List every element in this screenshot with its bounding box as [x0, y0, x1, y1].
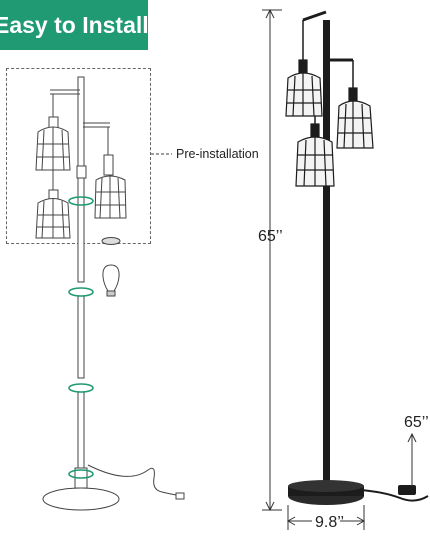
cord-length-label: 65’’ [404, 414, 429, 431]
pre-installation-label: Pre-installation [176, 147, 259, 161]
rotation-arrows [68, 196, 94, 479]
exploded-lamp-diagram [35, 76, 185, 511]
banner-text: Easy to Install [0, 12, 148, 38]
cord-dimension-line [407, 432, 417, 486]
base-width-label: 9.8’’ [315, 514, 345, 531]
height-dimension-line [262, 8, 282, 512]
easy-to-install-banner: Easy to Install [0, 0, 148, 50]
width-dimension-line [286, 505, 366, 530]
assembled-floor-lamp [285, 10, 429, 505]
